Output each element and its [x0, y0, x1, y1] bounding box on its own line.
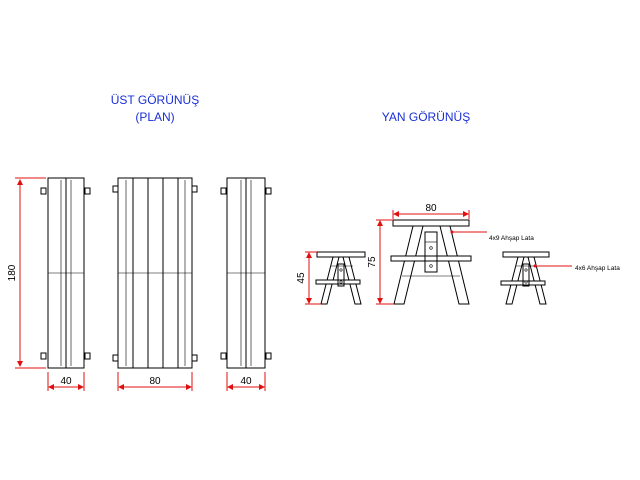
- top-view-right-bench: [220, 177, 272, 369]
- dimension-bench-height: 45: [296, 251, 321, 305]
- dimension-table-width-label: 80: [425, 203, 437, 214]
- dimension-table: 80: [117, 372, 193, 391]
- leader-table-slat: 4x9 Ahşap Lata: [450, 230, 534, 242]
- top-view-table: [112, 177, 198, 369]
- dimension-table-height-label: 75: [367, 256, 378, 268]
- label-bench-slat: 4x6 Ahşap Lata: [575, 265, 620, 272]
- label-table-slat: 4x9 Ahşap Lata: [489, 235, 534, 242]
- side-view-title: YAN GÖRÜNÜŞ: [382, 110, 470, 124]
- dimension-table-width: 80: [392, 203, 470, 219]
- dimension-length: 180: [7, 177, 46, 369]
- dimension-length-label: 180: [7, 264, 18, 281]
- top-view-left-bench: [40, 177, 91, 369]
- top-view-title: ÜST GÖRÜNÜŞ: [111, 93, 199, 107]
- top-view-subtitle: (PLAN): [135, 110, 174, 124]
- dimension-table-label: 80: [149, 376, 161, 387]
- dimension-table-height: 75: [367, 219, 394, 305]
- side-view-table: [390, 219, 472, 305]
- dimension-right-bench: 40: [226, 372, 266, 391]
- dimension-bench-height-label: 45: [296, 272, 307, 284]
- side-view-left-bench: [315, 251, 366, 305]
- leader-bench-slat: 4x6 Ahşap Lata: [533, 264, 620, 272]
- dimension-left-bench: 40: [47, 372, 85, 391]
- dimension-right-bench-label: 40: [240, 376, 252, 387]
- side-view-right-bench: [500, 251, 550, 305]
- dimension-left-bench-label: 40: [60, 376, 72, 387]
